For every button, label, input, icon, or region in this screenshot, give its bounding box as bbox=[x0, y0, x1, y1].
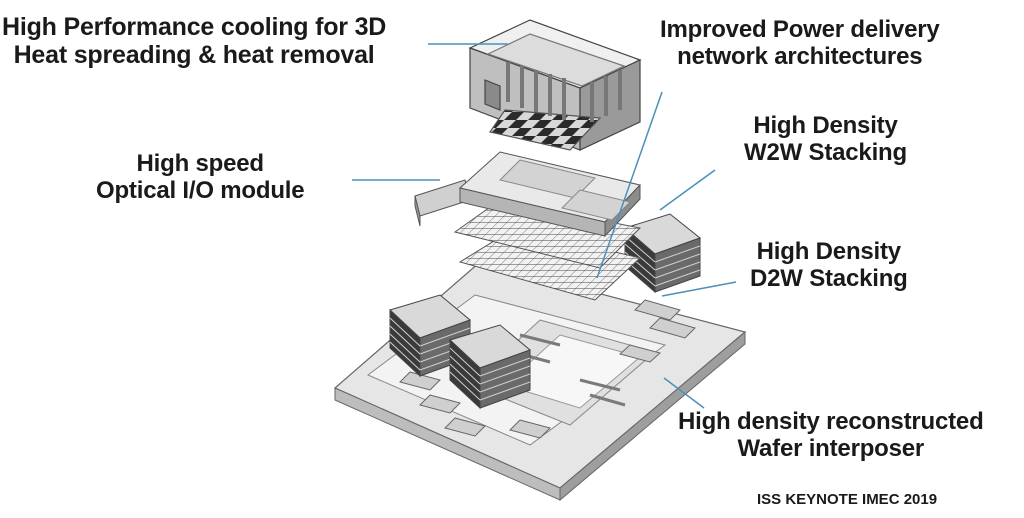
label-d2w-line1: High Density bbox=[756, 238, 901, 265]
label-cooling: High Performance cooling for 3D Heat spr… bbox=[2, 13, 386, 70]
label-w2w-line1: High Density bbox=[753, 112, 898, 139]
cooling-module bbox=[468, 19, 642, 151]
label-cooling-line1: High Performance cooling for 3D bbox=[2, 13, 387, 41]
leader-w2w bbox=[659, 169, 716, 211]
leader-power bbox=[596, 91, 663, 279]
label-power-line2: network architectures bbox=[677, 43, 923, 71]
leader-d2w bbox=[661, 281, 737, 297]
label-d2w: High Density D2W Stacking bbox=[750, 238, 908, 292]
interposer-base bbox=[333, 261, 747, 502]
label-optical-line2: Optical I/O module bbox=[96, 177, 305, 205]
label-power-line1: Improved Power delivery bbox=[660, 16, 940, 43]
label-optical-line1: High speed bbox=[136, 150, 265, 177]
optical-io-module bbox=[414, 151, 641, 238]
cooling-pins bbox=[506, 62, 622, 122]
interposer-pads bbox=[399, 299, 696, 439]
label-optical: High speed Optical I/O module bbox=[96, 150, 305, 205]
credit-text: ISS KEYNOTE IMEC 2019 bbox=[757, 491, 938, 508]
label-cooling-line2: Heat spreading & heat removal bbox=[13, 41, 375, 70]
leader-interposer bbox=[663, 377, 705, 409]
label-w2w: High Density W2W Stacking bbox=[744, 112, 907, 166]
label-power: Improved Power delivery network architec… bbox=[660, 16, 940, 70]
die-stack-right bbox=[623, 213, 702, 294]
die-stack-center bbox=[449, 324, 531, 410]
label-d2w-line2: D2W Stacking bbox=[750, 265, 908, 293]
label-w2w-line2: W2W Stacking bbox=[744, 139, 907, 167]
label-interposer-line1: High density reconstructed bbox=[678, 408, 984, 435]
leader-lines bbox=[352, 43, 737, 409]
label-interposer-line2: Wafer interposer bbox=[737, 435, 925, 463]
label-interposer: High density reconstructed Wafer interpo… bbox=[678, 408, 984, 462]
